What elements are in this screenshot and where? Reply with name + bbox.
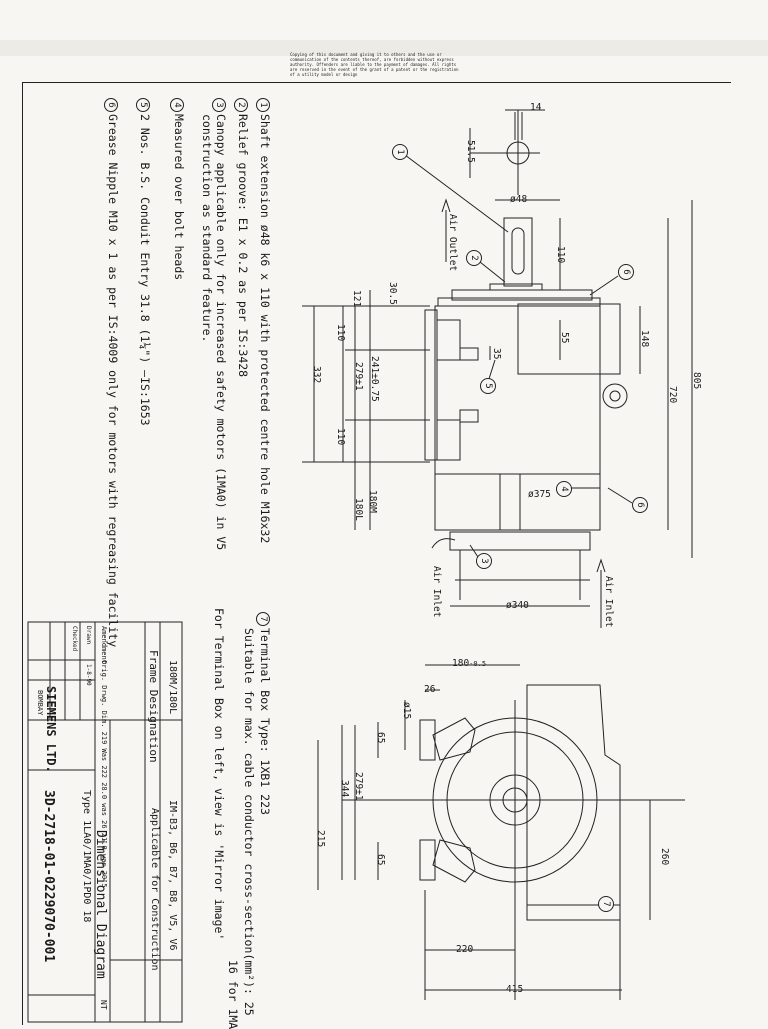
air-outlet-label: Air Outlet [447,214,458,272]
note-4: 4Measured over bolt heads [170,98,186,280]
dim-65-a: 65 [375,732,386,744]
copyright-notice: Copying of this document and giving it t… [290,52,459,77]
marker-6-top: 6 [618,264,634,280]
dim-415: 415 [506,984,524,995]
note-2: 2Relief groove: E1 x 0.2 as per IS:3428 [234,98,250,377]
marker-5: 5 [480,378,496,394]
terminal-note: 7Terminal Box Type: 1XB1 223 [256,612,272,815]
dim-14: 14 [530,102,542,113]
dim-dia-15: ø15 [401,702,412,720]
dim-332: 332 [311,366,322,384]
dim-180l: 180L [353,498,364,521]
dim-26: 26 [424,684,436,695]
dim-dia-340: ø340 [506,600,529,611]
terminal-note-line2b: 16 for 1MA [226,960,240,1029]
frame-sizes: 180M/180L [167,660,178,715]
dim-55: 55 [559,332,570,344]
note-6: 6Grease Nipple M10 x 1 as per IS:4009 on… [104,98,120,647]
dim-180m: 180M [367,490,378,513]
note-number: 3 [212,98,226,112]
terminal-note-line3: For Terminal Box on left, view is 'Mirro… [212,608,226,941]
marker-1: 1 [392,144,408,160]
construction-list: IM-B3, B6, B7, B8, V5, V6 [167,800,178,951]
dim-805: 805 [691,372,702,390]
dim-215: 215 [315,830,326,848]
dim-279: 279±1 [353,362,364,391]
date-value: 1-8-90 [85,664,92,686]
frame-designation: Frame Designation [147,650,160,763]
applicable-label: Applicable for Construction [149,808,160,971]
dim-35: 35 [491,348,502,360]
checked-label: Checked [71,626,78,652]
note-number: 6 [104,98,118,112]
note-1: 1Shaft extension ø48 k6 x 110 with prote… [256,98,272,543]
dim-shaft-dia: ø48 [510,194,528,205]
dim-344: 344 [339,780,350,798]
dim-241: 241±0.75 [369,356,380,402]
terminal-note-line2: Suitable for max. cable conductor cross-… [242,628,256,1016]
marker-3: 3 [476,553,492,569]
company-city: BOMBAY [36,690,44,716]
air-inlet-label: Air Inlet [431,566,442,618]
dim-121: 121 [351,290,362,308]
note-3: 3Canopy applicable only for increased sa… [212,98,228,550]
dim-180: 180-0.5 [452,658,487,669]
dim-720: 720 [667,386,678,404]
amendment-label: Amendment [100,626,108,664]
air-inlet-right-label: Air Inlet [603,576,614,628]
dim-110-b: 110 [335,428,346,446]
dim-shaft-110: 110 [555,246,566,264]
marker-2: 2 [466,250,482,266]
dim-260: 260 [659,848,670,866]
dim-51-5: 51.5 [465,140,476,163]
nt-label: NT [99,1000,108,1010]
drawing-sheet [22,82,731,1025]
company-name: SIEMENS LTD. [44,686,58,773]
note-number: 4 [170,98,184,112]
drawing-number: 3D-2718-01-0229070-001 [41,790,56,963]
note-number: 7 [256,612,270,626]
dim-dia-375: ø375 [528,489,551,500]
marker-7: 7 [598,896,614,912]
dim-65-b: 65 [375,854,386,866]
dim-30-5: 30.5 [387,282,398,305]
dim-279-1: 279±1 [353,772,364,801]
type-line: Type 1LA0/1MA0/1PD0 18 [81,790,92,923]
note-3-cont: construction as standard feature. [200,114,214,343]
drawing-title: Dimensional Diagram [93,830,108,979]
marker-4: 4 [556,481,572,497]
note-number: 2 [234,98,248,112]
marker-6-bottom: 6 [632,497,648,513]
dim-220: 220 [456,944,474,955]
note-5: 52 Nos. B.S. Conduit Entry 31.8 (1¼") —I… [136,98,152,426]
scan-band [0,40,768,56]
dim-148: 148 [639,330,650,348]
note-number: 1 [256,98,270,112]
note-number: 5 [136,98,150,112]
drawn-label: Drawn [85,626,92,645]
dim-110-a: 110 [335,324,346,342]
